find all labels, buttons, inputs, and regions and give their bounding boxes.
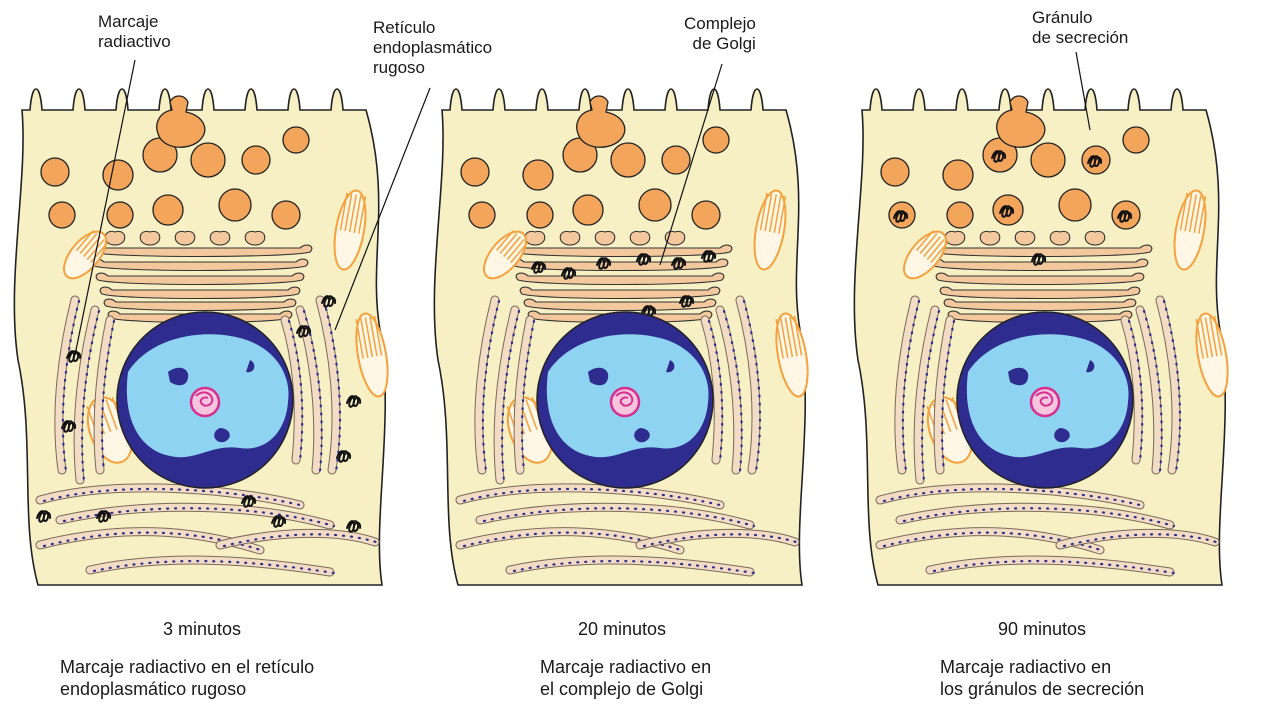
label-radioactive-marker: Marcaje radiactivo [98, 12, 171, 52]
golgi-vesicle [1015, 231, 1035, 245]
secretory-granule [943, 160, 973, 190]
secretory-granule [219, 189, 251, 221]
secretory-granule [469, 202, 495, 228]
golgi-vesicle [980, 231, 1000, 245]
label-secretory-granule: Gránulo de secreción [1032, 8, 1128, 48]
secretory-granule [242, 146, 270, 174]
time-label-panel-1: 3 minutos [102, 618, 302, 640]
secretory-granule [1031, 143, 1065, 177]
secretory-granule [573, 195, 603, 225]
secretory-granule [523, 160, 553, 190]
golgi-vesicle [560, 231, 580, 245]
secretory-granule [1123, 127, 1149, 153]
cell-panel-3 [854, 89, 1233, 585]
golgi-vesicle [1050, 231, 1070, 245]
secretory-granule [153, 195, 183, 225]
golgi-vesicle [245, 231, 265, 245]
secretory-granule [611, 143, 645, 177]
nucleus [537, 312, 713, 488]
caption-panel-2: Marcaje radiactivo en el complejo de Gol… [540, 656, 711, 700]
golgi-vesicle [630, 231, 650, 245]
cell-panel-2 [434, 89, 813, 585]
golgi-vesicle [1085, 231, 1105, 245]
time-label-panel-3: 90 minutos [942, 618, 1142, 640]
secretory-granule [107, 202, 133, 228]
label-golgi-complex: Complejo de Golgi [684, 14, 756, 54]
secretory-granule [692, 201, 720, 229]
caption-panel-3: Marcaje radiactivo en los gránulos de se… [940, 656, 1144, 700]
cell-diagram-canvas [0, 0, 1262, 600]
secretory-granule [947, 202, 973, 228]
cell-panel-1 [14, 89, 393, 585]
secretory-granule [49, 202, 75, 228]
label-rough-er: Retículo endoplasmático rugoso [373, 18, 492, 78]
golgi-vesicle [105, 231, 125, 245]
golgi-vesicle [210, 231, 230, 245]
secretory-granule [662, 146, 690, 174]
time-label-panel-2: 20 minutos [522, 618, 722, 640]
secretory-granule [527, 202, 553, 228]
golgi-vesicle [525, 231, 545, 245]
secretory-granule [461, 158, 489, 186]
caption-panel-1: Marcaje radiactivo en el retículo endopl… [60, 656, 314, 700]
secretory-granule [272, 201, 300, 229]
secretory-granule [283, 127, 309, 153]
secretory-granule [639, 189, 671, 221]
golgi-vesicle [945, 231, 965, 245]
secretory-granule [881, 158, 909, 186]
golgi-vesicle [595, 231, 615, 245]
nucleus [117, 312, 293, 488]
secretory-granule [41, 158, 69, 186]
golgi-vesicle [140, 231, 160, 245]
secretory-granule [191, 143, 225, 177]
nucleus [957, 312, 1133, 488]
secretory-granule [703, 127, 729, 153]
secretory-granule [103, 160, 133, 190]
golgi-vesicle [175, 231, 195, 245]
secretory-granule [1059, 189, 1091, 221]
